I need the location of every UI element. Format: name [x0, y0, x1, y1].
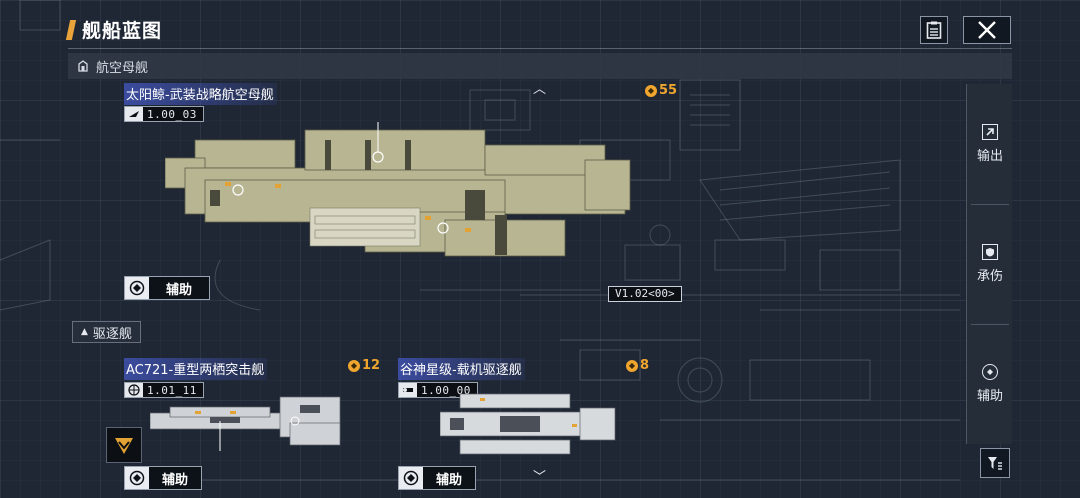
ship-1-sub-value: 1.01_11: [147, 383, 197, 397]
ship-1-name[interactable]: AC721-重型两栖突击舰: [124, 358, 268, 380]
ship-1-role-button[interactable]: 辅助: [124, 466, 202, 490]
carrier-sub-value: 1.00_03: [147, 107, 197, 121]
side-divider: [971, 204, 1009, 205]
side-item-output[interactable]: 输出: [967, 114, 1013, 174]
filter-button[interactable]: [980, 448, 1010, 478]
ship-2-role-button[interactable]: 辅助: [398, 466, 476, 490]
section-header-carrier: 航空母舰: [68, 53, 1012, 79]
cost-coin-icon: ◆: [626, 359, 638, 372]
cost-coin-icon: ◆: [348, 359, 360, 372]
drone-icon: [399, 383, 417, 397]
support-icon: [125, 277, 149, 299]
hangar-icon: [78, 60, 88, 72]
header-divider: [68, 48, 1012, 49]
side-item-label: 辅助: [976, 389, 1003, 404]
globe-icon: [125, 383, 143, 397]
support-icon: [982, 364, 998, 380]
ship-1-cost-value: 12: [362, 358, 381, 373]
side-item-label: 承伤: [976, 269, 1003, 284]
ship-2-cost: ◆ 8: [626, 358, 649, 373]
jet-icon: [125, 107, 143, 121]
ship-1-sub-tag: 1.01_11: [124, 382, 204, 398]
ship-1-role-label: 辅助: [161, 472, 188, 488]
support-icon: [399, 467, 423, 489]
role-filter-panel: 输出 承伤 辅助: [966, 84, 1012, 444]
export-arrow-icon: [982, 124, 998, 140]
carrier-role-button[interactable]: 辅助: [124, 276, 210, 300]
carrier-cost-value: 55: [659, 83, 678, 98]
ship-2-name[interactable]: 谷神星级-载机驱逐舰: [398, 358, 525, 380]
ship-2-sub-tag: 1.00_00: [398, 382, 478, 398]
side-item-support[interactable]: 辅助: [967, 354, 1013, 414]
ship-2-sub-value: 1.00_00: [421, 383, 471, 397]
ship-2-role-label: 辅助: [435, 472, 462, 488]
notes-button[interactable]: [920, 16, 948, 44]
destroyer-section-label: 驱逐舰: [92, 326, 132, 342]
close-icon: [978, 21, 996, 39]
support-icon: [125, 467, 149, 489]
side-divider: [971, 324, 1009, 325]
cost-coin-icon: ◆: [645, 84, 657, 97]
notes-icon: [926, 21, 942, 39]
ship-2-cost-value: 8: [640, 358, 650, 373]
shield-icon: [982, 244, 998, 260]
triangle-icon: ▲: [81, 327, 88, 337]
scroll-down-chevron-icon[interactable]: ﹀: [533, 470, 547, 485]
ship-1-cost: ◆ 12: [348, 358, 380, 373]
ship-2-image[interactable]: [440, 390, 620, 460]
filter-icon: [988, 457, 1002, 470]
carrier-cost: ◆ 55: [645, 83, 677, 98]
page-title: 舰船蓝图: [82, 20, 163, 42]
destroyer-section-header: ▲ 驱逐舰: [72, 321, 141, 343]
rank-badge-button[interactable]: [106, 427, 142, 463]
carrier-name[interactable]: 太阳鲸-武装战略航空母舰: [124, 83, 277, 105]
ship-1-image[interactable]: [150, 393, 350, 451]
version-tag: V1.02<00>: [608, 286, 682, 302]
scroll-up-chevron-icon[interactable]: ︿: [533, 82, 547, 97]
side-item-label: 输出: [976, 149, 1003, 164]
side-item-tank[interactable]: 承伤: [967, 234, 1013, 294]
rank-chevron-icon: [115, 438, 133, 454]
carrier-ship-image[interactable]: [165, 120, 635, 270]
carrier-sub-tag: 1.00_03: [124, 106, 204, 122]
carrier-role-label: 辅助: [165, 282, 192, 298]
section-label: 航空母舰: [96, 60, 149, 76]
close-button[interactable]: [963, 16, 1011, 44]
